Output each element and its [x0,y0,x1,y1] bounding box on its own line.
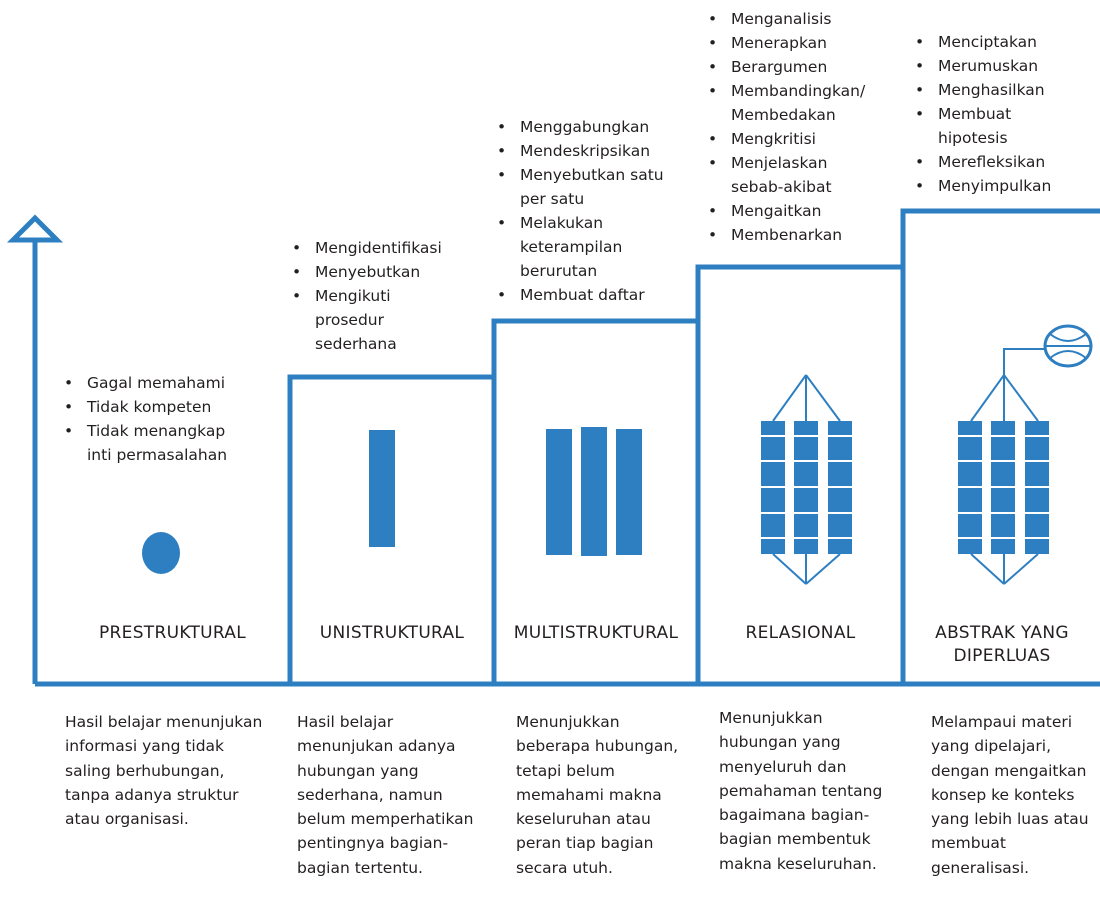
list-item: Mengkritisi [706,127,901,151]
single-bar-icon [369,430,395,547]
list-item: Menganalisis [706,7,901,31]
list-item: Menghasilkan [913,78,1098,102]
arrow-up-icon [6,214,64,243]
list-item: Merumuskan [913,54,1098,78]
list-item: Merefleksikan [913,150,1098,174]
list-item: Membuat daftar [495,283,685,307]
list-item: Mengidentifikasi [290,236,480,260]
list-item: Menciptakan [913,30,1098,54]
level-description-abstrak: Melampaui materi yang dipelajari, dengan… [931,713,1089,877]
list-item: Menyebutkan satu per satu [495,163,680,211]
level-label-relasional: RELASIONAL [745,623,856,643]
relasional-bullet-list: Menganalisis Menerapkan Berargumen Memba… [706,7,901,247]
list-item: Membenarkan [706,223,901,247]
list-item: Membuat hipotesis [913,102,1048,150]
list-item: Tidak kompeten [62,395,262,419]
list-item: Melakukan keterampilan berurutan [495,211,650,283]
level-label-unistruktural: UNISTRUKTURAL [319,623,465,643]
list-item: Menyebutkan [290,260,480,284]
level-description-unistruktural: Hasil belajar menunjukan adanya hubungan… [297,713,474,877]
list-item: Mengikuti prosedur sederhana [290,284,420,356]
prestruktural-bullet-list: Gagal memahami Tidak kompeten Tidak mena… [62,371,262,467]
level-label-multistruktural: MULTISTRUKTURAL [513,623,679,643]
level-description-multistruktural: Menunjukkan beberapa hubungan, tetapi be… [516,713,679,877]
list-item: Berargumen [706,55,901,79]
connected-bars-icon [761,374,852,585]
multistruktural-bullet-list: Menggabungkan Mendeskripsikan Menyebutka… [495,115,685,307]
dot-icon [142,532,180,574]
list-item: Mengaitkan [706,199,901,223]
level-description-relasional: Menunjukkan hubungan yang menyeluruh dan… [719,709,883,873]
level-description-prestruktural: Hasil belajar menunjukan informasi yang … [65,713,263,829]
three-bars-icon [546,427,642,556]
list-item: Menggabungkan [495,115,685,139]
list-item: Membandingkan/ Membedakan [706,79,901,127]
list-item: Menyimpulkan [913,174,1098,198]
list-item: Mendeskripsikan [495,139,685,163]
list-item: Gagal memahami [62,371,262,395]
list-item: Menerapkan [706,31,901,55]
list-item: Tidak menangkap inti permasalahan [62,419,252,467]
abstrak-bullet-list: Menciptakan Merumuskan Menghasilkan Memb… [913,30,1098,198]
level-label-prestruktural: PRESTRUKTURAL [98,623,246,643]
level-label-abstrak: ABSTRAK YANG DIPERLUAS [935,623,1069,666]
extended-structure-icon [958,324,1093,585]
list-item: Menjelaskan sebab-akibat [706,151,871,199]
unistruktural-bullet-list: Mengidentifikasi Menyebutkan Mengikuti p… [290,236,480,356]
